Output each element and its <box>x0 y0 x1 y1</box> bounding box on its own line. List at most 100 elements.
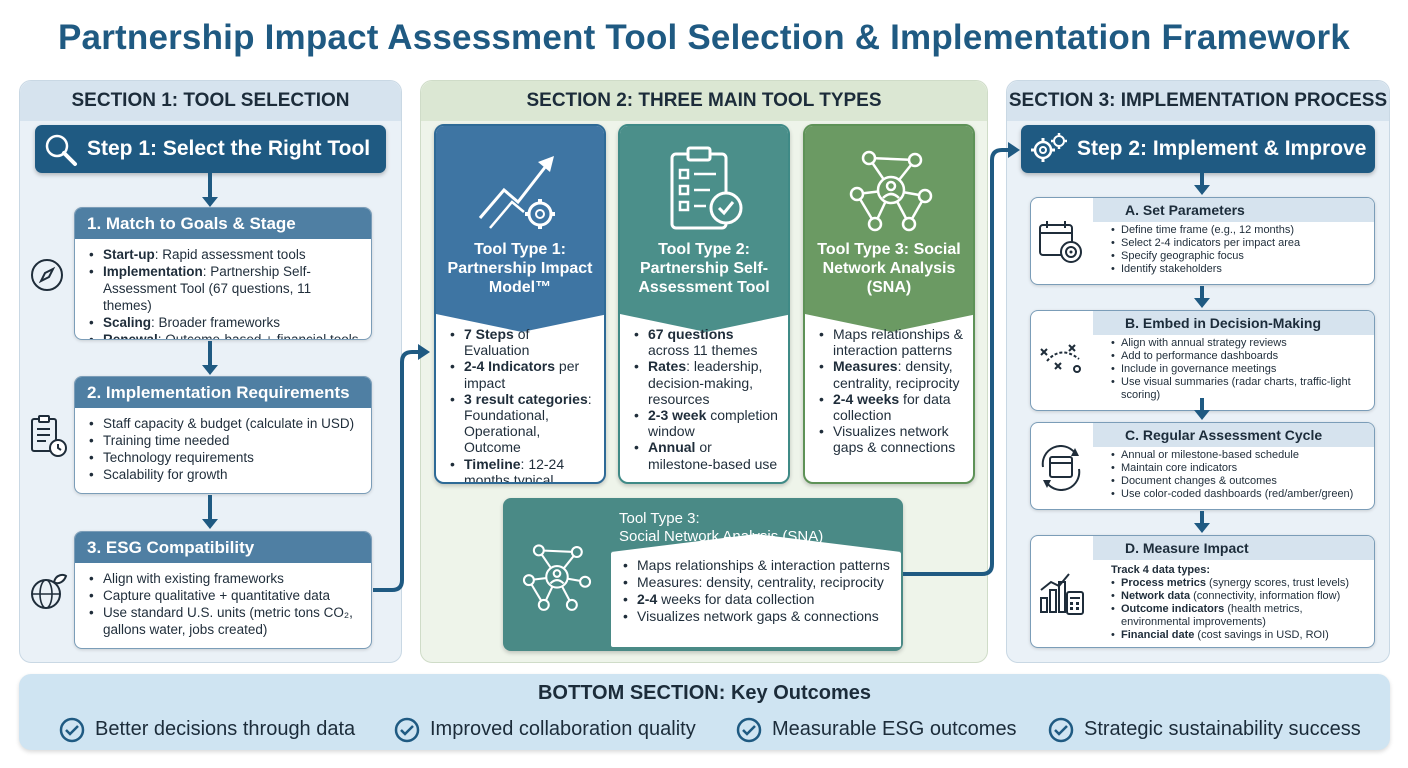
card-implementation-requirements: 2. Implementation Requirements Staff cap… <box>74 376 372 494</box>
gears-icon <box>1031 133 1067 162</box>
tool-card-social-network: Tool Type 3: Social Network Analysis (SN… <box>803 124 975 484</box>
card-list: Start-up: Rapid assessment tools Impleme… <box>75 239 371 339</box>
list-item: Use standard U.S. units (metric tons CO₂… <box>89 604 361 638</box>
step1-label: Step 1: Select the Right Tool <box>87 137 371 160</box>
step1-banner: Step 1: Select the Right Tool <box>35 125 386 173</box>
flow-arrow <box>202 495 218 529</box>
list-item: Measures: density, centrality, reciproci… <box>623 574 893 591</box>
tool-title: Tool Type 3: Social Network Analysis (SN… <box>817 241 961 296</box>
list-item: Scalability for growth <box>89 466 361 483</box>
card-title: 3. ESG Compatibility <box>75 532 371 563</box>
card-title: 1. Match to Goals & Stage <box>75 208 371 239</box>
outcome-item: Strategic sustainability success <box>1048 714 1361 744</box>
checklist-clipboard-icon <box>670 146 743 230</box>
calendar-target-icon <box>1039 221 1082 263</box>
flow-arrow <box>202 341 218 375</box>
list-item: Include in governance meetings <box>1111 363 1368 376</box>
card-title: 2. Implementation Requirements <box>75 377 371 408</box>
list-item: Use color-coded dashboards (red/amber/gr… <box>1111 488 1353 501</box>
flow-arrow <box>1194 511 1210 533</box>
list-item: Annual or milestone-based use <box>634 439 778 471</box>
tool-list: 7 Steps of Evaluation 2-4 Indicators per… <box>436 326 604 482</box>
section-heading: SECTION 1: TOOL SELECTION <box>20 81 401 121</box>
magnifier-icon <box>45 134 77 166</box>
flow-arrow <box>1194 173 1210 195</box>
list-item: Financial date (cost savings in USD, ROI… <box>1111 629 1368 642</box>
tool-card-impact-model: Tool Type 1: Partnership Impact Model™ 7… <box>434 124 606 484</box>
step2-label: Step 2: Implement & Improve <box>1077 137 1367 160</box>
section-heading: SECTION 2: THREE MAIN TOOL TYPES <box>421 81 987 121</box>
check-circle-icon <box>59 717 85 743</box>
clipboard-clock-icon <box>31 415 67 457</box>
calendar-cycle-icon <box>1041 445 1081 491</box>
card-list: Annual or milestone-based schedule Maint… <box>1093 449 1359 501</box>
check-circle-icon <box>736 717 762 743</box>
list-item: Implementation: Partnership Self-Assessm… <box>89 263 361 314</box>
list-item: Network data (connectivity, information … <box>1111 590 1368 603</box>
card-set-parameters: A. Set Parameters Define time frame (e.g… <box>1030 197 1375 285</box>
card-title: A. Set Parameters <box>1093 198 1374 222</box>
list-item: Align with annual strategy reviews <box>1111 337 1368 350</box>
list-item: Process metrics (synergy scores, trust l… <box>1111 577 1368 590</box>
list-item: Measures: density, centrality, reciproci… <box>819 358 963 390</box>
page-title: Partnership Impact Assessment Tool Selec… <box>57 18 1351 57</box>
globe-leaf-icon <box>31 573 68 609</box>
list-item: 2-4 Indicators per impact <box>450 358 594 390</box>
list-item: Start-up: Rapid assessment tools <box>89 246 361 263</box>
card-list: Staff capacity & budget (calculate in US… <box>75 408 371 483</box>
list-item: 2-4 weeks for data collection <box>623 591 893 608</box>
list-item: Outcome indicators (health metrics, envi… <box>1111 603 1368 629</box>
list-item: 2-4 weeks for data collection <box>819 391 963 423</box>
card-regular-assessment: C. Regular Assessment Cycle Annual or mi… <box>1030 422 1375 510</box>
network-icon <box>522 544 592 611</box>
card-esg-compatibility: 3. ESG Compatibility Align with existing… <box>74 531 372 649</box>
list-item: 3 result categories: Foundational, Opera… <box>450 391 594 456</box>
bar-chart-calculator-icon <box>1040 573 1084 615</box>
list-item: Scaling: Broader frameworks <box>89 314 361 331</box>
list-item: Training time needed <box>89 432 361 449</box>
tool-title: Tool Type 1: Partnership Impact Model™ <box>447 241 593 296</box>
list-item: Timeline: 12-24 months typical <box>450 456 594 482</box>
list-item: Maintain core indicators <box>1111 462 1353 475</box>
outcome-item: Improved collaboration quality <box>394 714 696 744</box>
card-list: Define time frame (e.g., 12 months) Sele… <box>1093 224 1306 276</box>
compass-icon <box>31 259 63 291</box>
card-list: Align with existing frameworks Capture q… <box>75 563 371 638</box>
sna-list: Maps relationships & interaction pattern… <box>611 552 901 647</box>
list-item: Maps relationships & interaction pattern… <box>623 557 893 574</box>
list-item: Document changes & outcomes <box>1111 475 1353 488</box>
card-intro: Track 4 data types: <box>1111 564 1211 576</box>
sna-summary-box: Tool Type 3: Social Network Analysis (SN… <box>503 498 903 651</box>
card-embed-decision-making: B. Embed in Decision-Making Align with a… <box>1030 310 1375 411</box>
growth-chart-gear-icon <box>478 156 555 229</box>
list-item: Maps relationships & interaction pattern… <box>819 326 963 358</box>
card-list: Align with annual strategy reviews Add t… <box>1093 337 1374 402</box>
list-item: Capture qualitative + quantitative data <box>89 587 361 604</box>
check-circle-icon <box>1048 717 1074 743</box>
strategy-play-icon <box>1040 344 1081 373</box>
list-item: Add to performance dashboards <box>1111 350 1368 363</box>
list-item: Select 2-4 indicators per impact area <box>1111 237 1300 250</box>
list-item: 67 questions across 11 themes <box>634 326 778 358</box>
list-item: 7 Steps of Evaluation <box>450 326 594 358</box>
card-title: C. Regular Assessment Cycle <box>1093 423 1374 447</box>
flow-arrow <box>202 173 218 207</box>
list-item: 2-3 week completion window <box>634 407 778 439</box>
list-item: Align with existing frameworks <box>89 570 361 587</box>
card-title: B. Embed in Decision-Making <box>1093 311 1374 335</box>
card-title: D. Measure Impact <box>1093 536 1374 560</box>
outcome-item: Measurable ESG outcomes <box>736 714 1017 744</box>
list-item: Annual or milestone-based schedule <box>1111 449 1353 462</box>
list-item: Technology requirements <box>89 449 361 466</box>
list-item: Define time frame (e.g., 12 months) <box>1111 224 1300 237</box>
list-item: Renewal: Outcome-based + financial tools <box>89 331 361 339</box>
card-measure-impact: D. Measure Impact Track 4 data types: Pr… <box>1030 535 1375 648</box>
list-item: Rates: leadership, decision-making, reso… <box>634 358 778 407</box>
check-circle-icon <box>394 717 420 743</box>
list-item: Use visual summaries (radar charts, traf… <box>1111 376 1368 402</box>
key-outcomes-panel: BOTTOM SECTION: Key Outcomes Better deci… <box>19 674 1390 750</box>
network-icon <box>849 150 933 232</box>
card-list: Process metrics (synergy scores, trust l… <box>1093 577 1374 642</box>
flow-arrow <box>1194 286 1210 308</box>
list-item: Visualizes network gaps & connections <box>819 423 963 455</box>
